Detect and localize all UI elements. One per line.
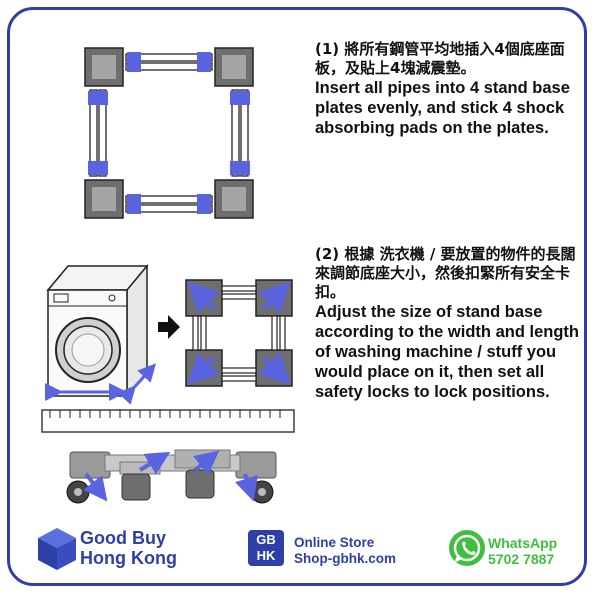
ruler: [41, 409, 295, 433]
pipe: [125, 53, 213, 62]
whatsapp-contact[interactable]: WhatsApp 5702 7887: [488, 535, 557, 567]
corner-plate-tl: [84, 47, 124, 87]
brand-line2: Hong Kong: [80, 548, 177, 568]
whatsapp-number[interactable]: 5702 7887: [488, 551, 555, 567]
step2-instructions: (2) 根據 洗衣機 / 要放置的物件的長闊來調節底座大小，然後扣緊所有安全卡扣…: [315, 245, 585, 402]
online-store-link[interactable]: Online Store Shop-gbhk.com: [294, 535, 396, 567]
step1-instructions: (1) 將所有鋼管平均地插入4個底座面板，及貼上4塊減震墊。 Insert al…: [315, 40, 580, 138]
gbhk-line2: HK: [256, 548, 276, 563]
brand-line1: Good Buy: [80, 528, 166, 548]
pipe: [240, 89, 249, 177]
pipe: [125, 195, 213, 204]
page-frame: [7, 7, 587, 586]
step1-english-text: Insert all pipes into 4 stand base plate…: [315, 79, 570, 137]
step2-diagram: [185, 279, 293, 387]
store-label: Online Store: [294, 535, 375, 550]
whatsapp-label: WhatsApp: [488, 535, 558, 551]
step1-chinese-text: (1) 將所有鋼管平均地插入4個底座面板，及貼上4塊減震墊。: [315, 40, 565, 77]
pipe: [89, 89, 98, 177]
pipe: [231, 89, 240, 177]
step1-diagram: [84, 47, 254, 219]
store-url[interactable]: Shop-gbhk.com: [294, 551, 396, 566]
gbhk-line1: GB: [256, 532, 276, 547]
pipe: [125, 62, 213, 71]
whatsapp-icon: [449, 530, 485, 566]
step2-english-text: Adjust the size of stand base according …: [315, 303, 579, 401]
step2-chinese-text: (2) 根據 洗衣機 / 要放置的物件的長闊來調節底座大小，然後扣緊所有安全卡扣…: [315, 245, 576, 301]
gbhk-logo: GB HK: [248, 530, 284, 566]
brand-name: Good Buy Hong Kong: [80, 528, 177, 568]
next-step-arrow: [158, 315, 180, 339]
pipe: [98, 89, 107, 177]
pipe: [125, 204, 213, 213]
washing-machine-illustration: [45, 263, 157, 405]
stand-base-product-image: [66, 449, 277, 504]
box-logo-icon: [38, 528, 76, 570]
